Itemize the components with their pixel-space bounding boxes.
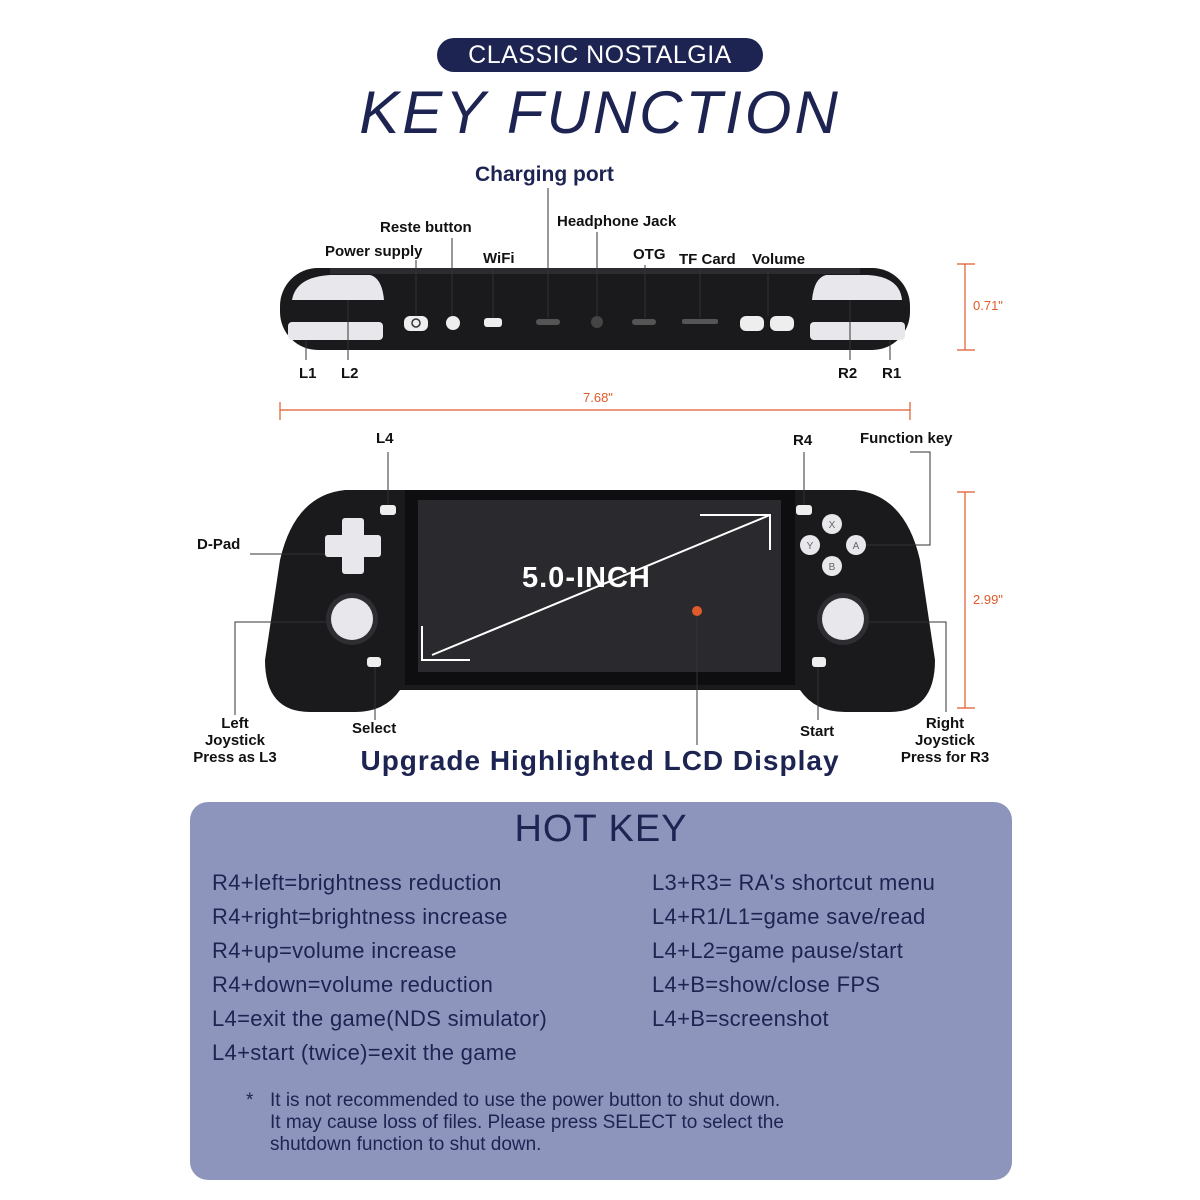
hot-key-item: L4+R1/L1=game save/read	[652, 904, 926, 929]
width-dimension: 7.68"	[583, 390, 613, 405]
start-label: Start	[800, 723, 835, 740]
headphone-jack-label: Headphone Jack	[557, 213, 677, 230]
hot-key-item: L4+B=show/close FPS	[652, 972, 881, 997]
height-dimension: 2.99"	[973, 592, 1003, 607]
left-joystick-label: Left Joystick Press as L3	[193, 715, 277, 766]
headphone-jack	[591, 316, 603, 328]
hot-key-item: R4+left=brightness reduction	[212, 870, 502, 895]
function-key-label: Function key	[860, 430, 953, 447]
start-button	[812, 657, 826, 667]
wifi-label: WiFi	[483, 250, 515, 267]
face-buttons	[800, 514, 866, 576]
device-illustration: X Y A B	[234, 188, 975, 745]
power-button	[404, 316, 428, 331]
r1-label: R1	[882, 365, 902, 382]
shutdown-note: * It is not recommended to use the power…	[246, 1090, 784, 1155]
screen-size-label: 5.0-INCH	[522, 562, 651, 594]
charging-port-label: Charging port	[475, 163, 614, 186]
hot-key-item: L4=exit the game(NDS simulator)	[212, 1006, 548, 1031]
wifi-indicator	[484, 318, 502, 327]
charging-port	[536, 319, 560, 325]
l2-label: L2	[341, 365, 359, 382]
hot-key-item: L4+start (twice)=exit the game	[212, 1040, 517, 1065]
hot-key-item: L3+R3= RA's shortcut menu	[652, 870, 936, 895]
l2-trigger	[292, 275, 384, 300]
reset-button	[446, 316, 460, 330]
button-b: B	[829, 562, 836, 573]
hot-key-item: L4+B=screenshot	[652, 1006, 829, 1031]
tf-card-label: TF Card	[679, 251, 736, 268]
button-x: X	[829, 520, 836, 531]
otg-label: OTG	[633, 246, 666, 263]
otg-port	[632, 319, 656, 325]
page-title: KEY FUNCTION	[359, 79, 841, 146]
lcd-caption: Upgrade Highlighted LCD Display	[360, 745, 840, 776]
hot-key-item: R4+right=brightness increase	[212, 904, 508, 929]
r2-label: R2	[838, 365, 858, 382]
header-badge: CLASSIC NOSTALGIA	[437, 38, 763, 72]
l1-label: L1	[299, 365, 317, 382]
l1-bumper	[288, 322, 383, 340]
hot-key-title: HOT KEY	[514, 808, 688, 850]
hot-key-item: R4+down=volume reduction	[212, 972, 494, 997]
r4-label: R4	[793, 432, 813, 449]
hot-key-item: R4+up=volume increase	[212, 938, 457, 963]
volume-label: Volume	[752, 251, 806, 268]
hot-key-panel	[190, 802, 1012, 1180]
l4-button	[380, 505, 396, 515]
thickness-dimension: 0.71"	[973, 298, 1003, 313]
r4-button	[796, 505, 812, 515]
l4-label: L4	[376, 430, 394, 447]
r1-bumper	[810, 322, 905, 340]
top-view-device	[279, 188, 975, 420]
reset-button-label: Reste button	[380, 219, 472, 236]
right-joystick-label: Right Joystick Press for R3	[900, 715, 990, 766]
select-button	[367, 657, 381, 667]
tf-card-slot	[682, 319, 718, 324]
note-bullet: *	[246, 1090, 254, 1111]
volume-up-button	[770, 316, 794, 331]
volume-down-button	[740, 316, 764, 331]
hot-key-item: L4+L2=game pause/start	[652, 938, 904, 963]
r2-trigger	[812, 275, 902, 300]
select-label: Select	[352, 720, 397, 737]
dpad	[325, 518, 381, 574]
dpad-label: D-Pad	[197, 536, 241, 553]
front-view-device: X Y A B	[234, 451, 975, 745]
power-supply-label: Power supply	[325, 243, 423, 260]
button-y: Y	[807, 541, 814, 552]
button-a: A	[853, 541, 860, 552]
